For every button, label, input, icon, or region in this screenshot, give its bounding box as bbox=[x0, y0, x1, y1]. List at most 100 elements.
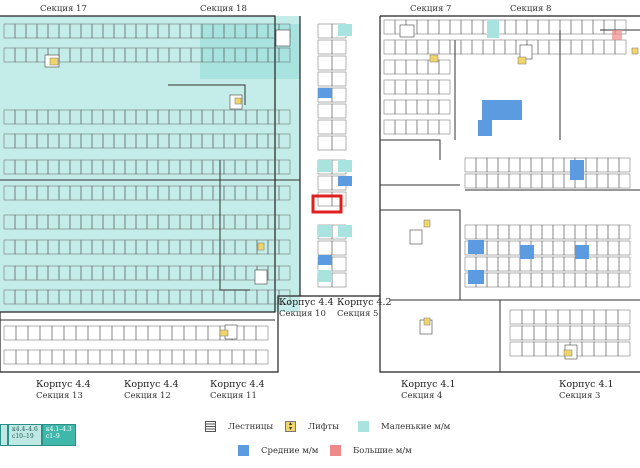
parking-stall bbox=[278, 289, 291, 305]
parking-stall bbox=[570, 39, 583, 55]
block-label-13: Корпус 4.4 bbox=[36, 379, 91, 390]
parking-stall bbox=[552, 157, 565, 173]
parking-stall bbox=[533, 325, 547, 341]
parking-stall bbox=[159, 349, 173, 365]
parking-stall bbox=[278, 109, 291, 125]
parking-stall bbox=[135, 349, 149, 365]
parking-stall bbox=[438, 99, 451, 115]
legend-stairs-label: Лестницы bbox=[228, 421, 274, 432]
section-5-label: Секция 5 bbox=[337, 309, 379, 319]
parking-stall bbox=[416, 39, 429, 55]
parking-stall bbox=[574, 256, 587, 272]
parking-stall bbox=[497, 173, 510, 189]
legend-medium-label: Средние м/м bbox=[261, 445, 319, 456]
parking-stall bbox=[596, 240, 609, 256]
parking-stall bbox=[278, 159, 291, 175]
block-4-2-middle-label: Корпус 4.2 bbox=[337, 297, 392, 308]
parking-stall bbox=[87, 325, 101, 341]
parking-stall bbox=[605, 325, 619, 341]
parking-stall bbox=[111, 325, 125, 341]
selected-spot-highlight[interactable] bbox=[311, 194, 343, 214]
section-7-label: Секция 7 bbox=[410, 4, 452, 14]
parking-stall bbox=[596, 256, 609, 272]
parking-stall bbox=[593, 309, 607, 325]
parking-stall bbox=[135, 325, 149, 341]
parking-stall bbox=[438, 119, 451, 135]
parking-stall bbox=[581, 309, 595, 325]
parking-stall bbox=[278, 265, 291, 281]
parking-stall bbox=[383, 119, 396, 135]
parking-stall bbox=[207, 349, 221, 365]
parking-stall bbox=[464, 173, 477, 189]
parking-stall bbox=[383, 19, 396, 35]
parking-stall bbox=[183, 349, 197, 365]
parking-stall bbox=[585, 272, 598, 288]
parking-stall bbox=[278, 185, 291, 201]
building-minimap: к4.4–4.6 с10–19 к4.1–4.3 с1–9 bbox=[0, 424, 76, 446]
parking-stall bbox=[416, 79, 429, 95]
parking-stall bbox=[427, 119, 440, 135]
parking-stall bbox=[533, 341, 547, 357]
parking-stall bbox=[521, 325, 535, 341]
parking-stall bbox=[331, 55, 347, 71]
parking-stall bbox=[383, 39, 396, 55]
section-label-4: Секция 4 bbox=[401, 391, 443, 401]
parking-stall bbox=[607, 224, 620, 240]
minimap-zone-4-4-line2: с10–19 bbox=[12, 433, 34, 440]
parking-stall bbox=[405, 119, 418, 135]
minimap-zone-4-4[interactable]: к4.4–4.6 с10–19 bbox=[8, 424, 42, 446]
parking-stall bbox=[416, 19, 429, 35]
parking-stall bbox=[475, 224, 488, 240]
small-spot-swatch-icon bbox=[358, 421, 369, 432]
parking-stall bbox=[3, 349, 17, 365]
block-label-4: Корпус 4.1 bbox=[401, 379, 456, 390]
parking-stall bbox=[183, 325, 197, 341]
parking-stall bbox=[521, 309, 535, 325]
parking-stall bbox=[15, 349, 29, 365]
parking-stall bbox=[405, 39, 418, 55]
parking-stall bbox=[416, 59, 429, 75]
parking-stall bbox=[331, 272, 347, 288]
parking-stall bbox=[552, 256, 565, 272]
parking-stall bbox=[617, 341, 631, 357]
parking-stall bbox=[171, 349, 185, 365]
block-4-4-middle-label: Корпус 4.4 bbox=[279, 297, 334, 308]
parking-stall bbox=[159, 325, 173, 341]
parking-stall bbox=[464, 224, 477, 240]
legend-large: Большие м/м bbox=[330, 445, 412, 456]
parking-stall bbox=[394, 119, 407, 135]
parking-stall bbox=[416, 119, 429, 135]
parking-stall bbox=[405, 99, 418, 115]
parking-stall bbox=[147, 349, 161, 365]
parking-stall bbox=[592, 19, 605, 35]
parking-stall bbox=[486, 240, 499, 256]
parking-stall bbox=[504, 19, 517, 35]
parking-stall bbox=[394, 39, 407, 55]
interior-walls bbox=[0, 29, 640, 372]
parking-stall bbox=[545, 325, 559, 341]
parking-stall bbox=[75, 325, 89, 341]
parking-stall bbox=[530, 173, 543, 189]
section-label-12: Секция 12 bbox=[124, 391, 171, 401]
parking-stall bbox=[486, 173, 499, 189]
parking-stall bbox=[533, 309, 547, 325]
parking-stall bbox=[617, 325, 631, 341]
parking-stall bbox=[519, 157, 532, 173]
parking-stall bbox=[331, 135, 347, 151]
lift-markers bbox=[49, 47, 639, 357]
block-label-3: Корпус 4.1 bbox=[559, 379, 614, 390]
parking-stall bbox=[593, 341, 607, 357]
section-label-13: Секция 13 bbox=[36, 391, 83, 401]
parking-stall bbox=[383, 99, 396, 115]
parking-stall bbox=[618, 272, 631, 288]
parking-stall bbox=[552, 240, 565, 256]
parking-stall bbox=[3, 325, 17, 341]
parking-stall bbox=[530, 224, 543, 240]
parking-stall bbox=[486, 256, 499, 272]
parking-stall bbox=[63, 325, 77, 341]
parking-stall bbox=[497, 256, 510, 272]
parking-stall bbox=[563, 256, 576, 272]
parking-stall bbox=[521, 341, 535, 357]
minimap-zone-4-1[interactable]: к4.1–4.3 с1–9 bbox=[41, 424, 76, 446]
parking-stall bbox=[219, 349, 233, 365]
